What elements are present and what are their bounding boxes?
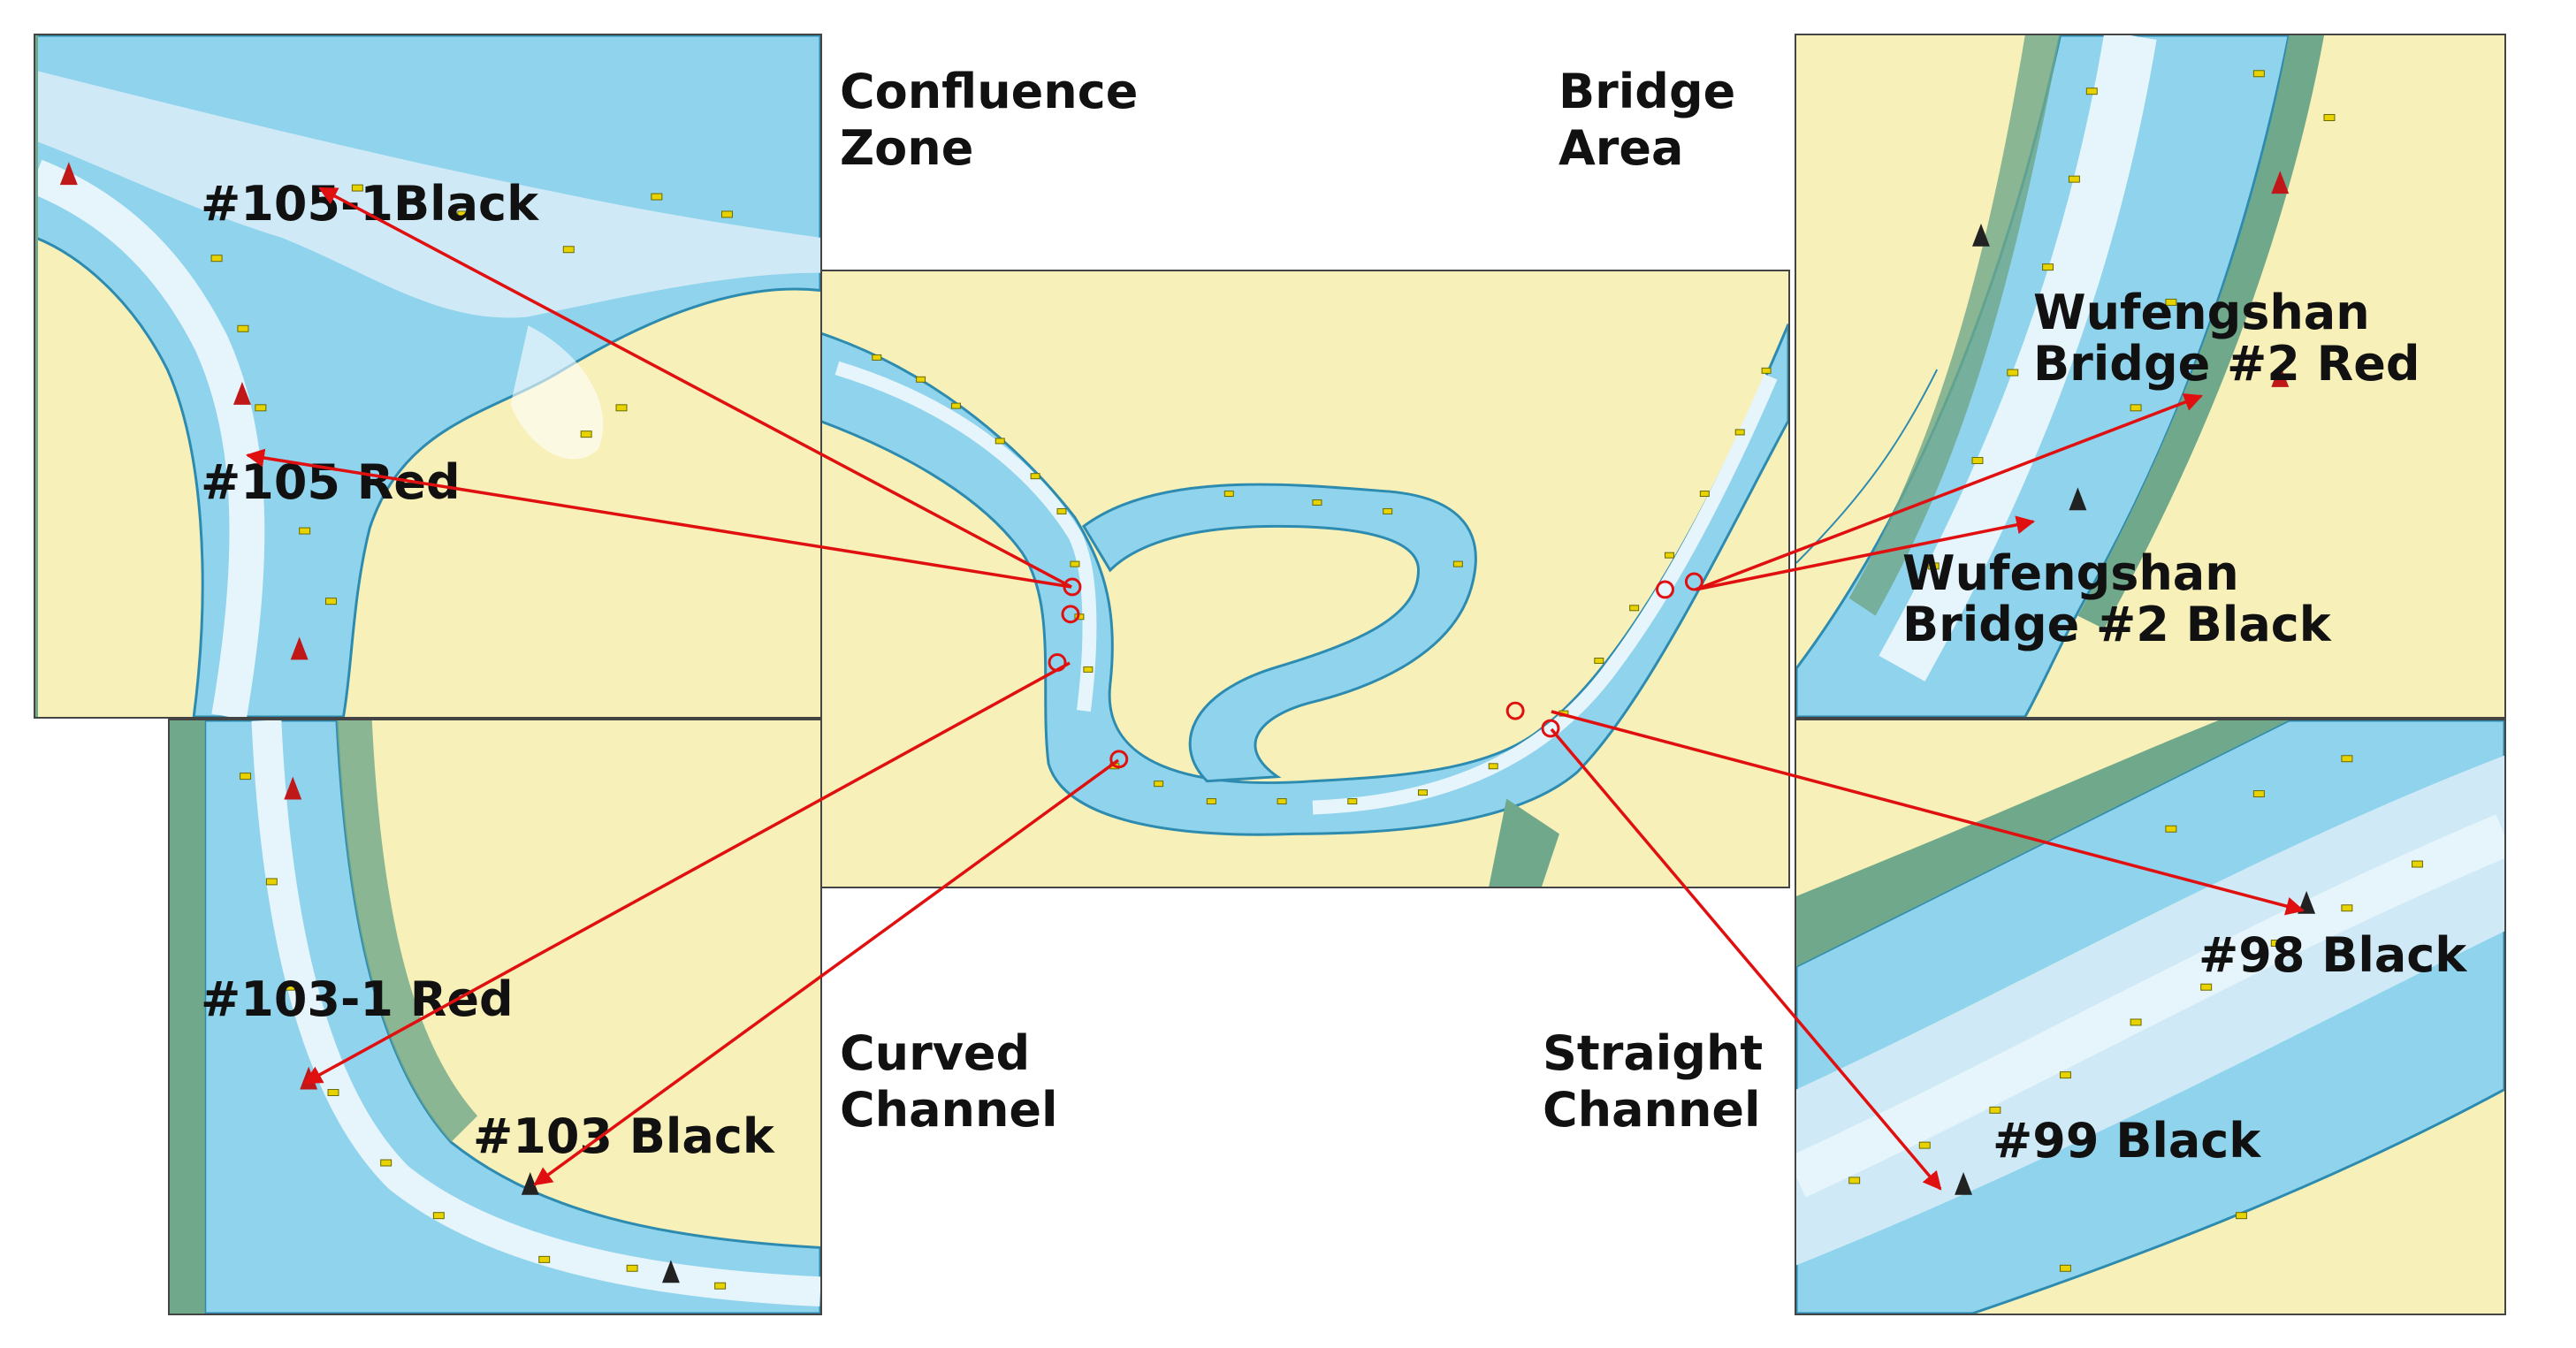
buoy-label-105-red: #105 Red (201, 454, 461, 510)
detail-map-105[interactable]: #105-1Black #105 Red (34, 34, 822, 719)
buoy-label-99-black: #99 Black (1993, 1113, 2261, 1169)
overview-map[interactable] (818, 270, 1790, 888)
buoy-label-103-1-red: #103-1 Red (201, 971, 514, 1027)
detail-map-bridge[interactable]: Wufengshan Bridge #2 Red Wufengshan Brid… (1795, 34, 2506, 719)
detail-map-98-99[interactable]: #98 Black #99 Black (1795, 719, 2506, 1315)
buoy-label-98-black: #98 Black (2199, 927, 2467, 983)
detail-chart-graphic-98-99 (1796, 720, 2504, 1314)
detail-chart-graphic-105 (35, 35, 820, 717)
zone-label-confluence: Confluence Zone (840, 64, 1139, 176)
buoy-label-105-1-black: #105-1Black (201, 176, 538, 232)
buoy-label-103-black: #103 Black (473, 1108, 774, 1164)
overview-chart-graphic (819, 271, 1788, 887)
detail-map-103[interactable]: #103-1 Red #103 Black (168, 719, 822, 1315)
buoy-label-wufengshan-black: Wufengshan Bridge #2 Black (1902, 545, 2331, 652)
zone-label-bridge: Bridge Area (1559, 64, 1736, 176)
zone-label-straight: Straight Channel (1543, 1025, 1764, 1138)
zone-label-curved: Curved Channel (840, 1025, 1058, 1138)
buoy-label-wufengshan-red: Wufengshan Bridge #2 Red (2033, 285, 2420, 392)
